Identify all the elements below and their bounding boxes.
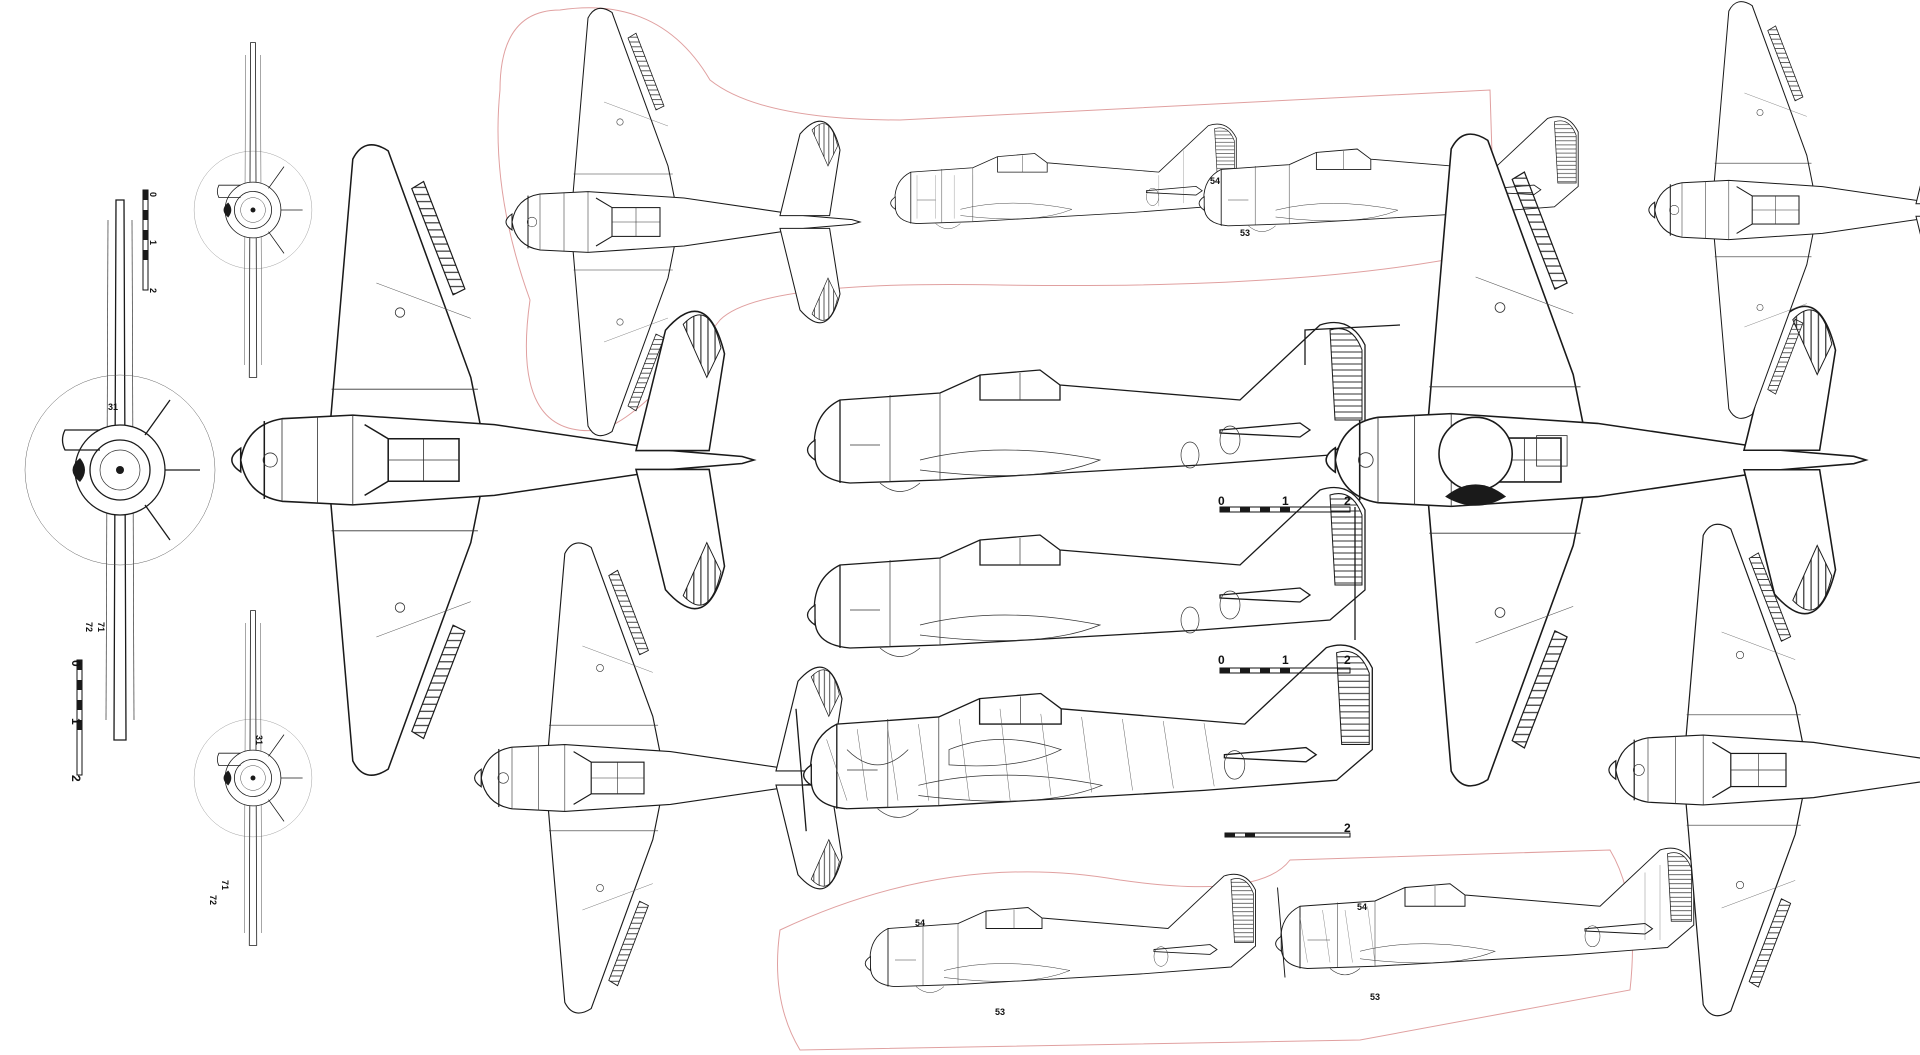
side-view-middle-1: [806, 321, 1401, 493]
scale-cut-t2: 2: [1344, 821, 1351, 835]
front-view-large: [24, 199, 216, 741]
label-54-bottom-left: 54: [915, 918, 925, 928]
label-71-lower: 71: [220, 880, 230, 890]
label-53-bottom-right: 53: [1370, 992, 1380, 1002]
label-72-lower: 72: [208, 895, 218, 905]
highlight-outline-bottom: [777, 849, 1633, 1051]
label-53-top: 53: [1240, 228, 1250, 238]
scale-mid-t2: 2: [1344, 494, 1351, 508]
side-view-bottom-right: [1275, 847, 1695, 978]
label-54-bottom-right: 54: [1357, 902, 1367, 912]
scale-lowmid-t2: 2: [1344, 653, 1351, 667]
scale-upper-t1: 1: [148, 240, 158, 245]
scale-lowmid-t1: 1: [1282, 653, 1289, 667]
plan-view-right-upper: [1648, 1, 1920, 419]
scale-bar-upper-left: 0 1 2: [142, 189, 158, 293]
front-view-upper: [193, 42, 313, 378]
scale-bar-middle: 0 1 2: [1218, 494, 1356, 640]
scale-mid-t1: 1: [1282, 494, 1289, 508]
label-72-large: 72: [84, 622, 94, 632]
scale-mid-t0: 0: [1218, 494, 1225, 508]
scale-bar-lower-left: 0 1 2: [69, 659, 83, 782]
label-31-large: 31: [108, 402, 118, 412]
scale-lowmid-t0: 0: [1218, 653, 1225, 667]
scale-lower-t2: 2: [69, 775, 83, 782]
side-view-bottom-left: [864, 873, 1256, 994]
label-31-lower: 31: [254, 735, 264, 745]
scale-upper-t2: 2: [148, 288, 158, 293]
side-view-cutaway-large: [795, 644, 1373, 832]
plan-view-right-underside: [1325, 133, 1867, 787]
label-71-large: 71: [96, 622, 106, 632]
scale-lower-t0: 0: [69, 660, 83, 667]
scale-upper-t0: 0: [148, 192, 158, 197]
label-53-bottom-left: 53: [995, 1007, 1005, 1017]
scale-lower-t1: 1: [69, 718, 83, 725]
side-view-upper-cutaway: [890, 123, 1237, 230]
scale-bar-cutaway: 2: [1224, 821, 1351, 838]
highlight-outline-top: [497, 7, 1496, 432]
side-view-middle-2: [806, 486, 1366, 658]
scale-bar-lower-middle: 0 1 2: [1218, 653, 1351, 674]
label-54-top: 54: [1210, 176, 1220, 186]
